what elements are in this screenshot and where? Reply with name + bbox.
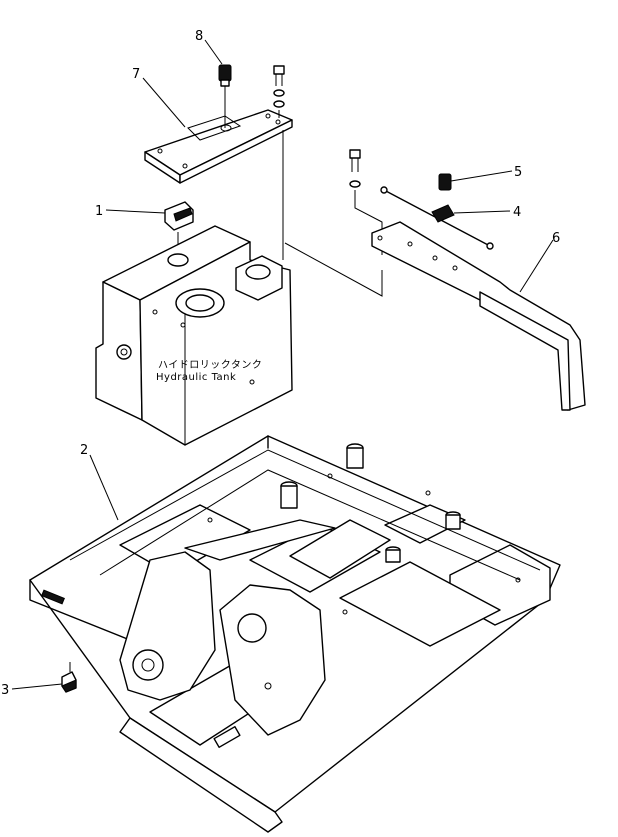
- callout-5: 5: [514, 165, 522, 180]
- hydraulic-tank: ハイドロリックタンク Hydraulic Tank: [95, 225, 293, 446]
- main-frame-part-2: [29, 435, 561, 833]
- handrail-part-6: [371, 221, 586, 411]
- tank-label-jp: ハイドロリックタンク: [158, 359, 262, 371]
- rod-part-4: [380, 186, 494, 250]
- callout-6: 6: [552, 231, 560, 246]
- grommet-part-3: [61, 662, 77, 693]
- callout-7: 7: [132, 67, 140, 82]
- breather-part-8: [218, 64, 232, 128]
- tank-label-en: Hydraulic Tank: [156, 372, 236, 383]
- callout-1: 1: [95, 204, 103, 219]
- callout-3: 3: [1, 683, 9, 698]
- clip-part-5: [438, 173, 452, 191]
- reference-line: [284, 242, 383, 297]
- callout-8: 8: [195, 29, 203, 44]
- tank-cover-plate: [144, 109, 293, 184]
- callout-numbers: 1 2 3 4 5 6 7 8: [1, 29, 560, 698]
- bolt-cover: [273, 65, 285, 260]
- leader-lines: [11, 39, 554, 690]
- tank-cap-part-1: [164, 201, 194, 252]
- callout-4: 4: [513, 205, 521, 220]
- callout-2: 2: [80, 443, 88, 458]
